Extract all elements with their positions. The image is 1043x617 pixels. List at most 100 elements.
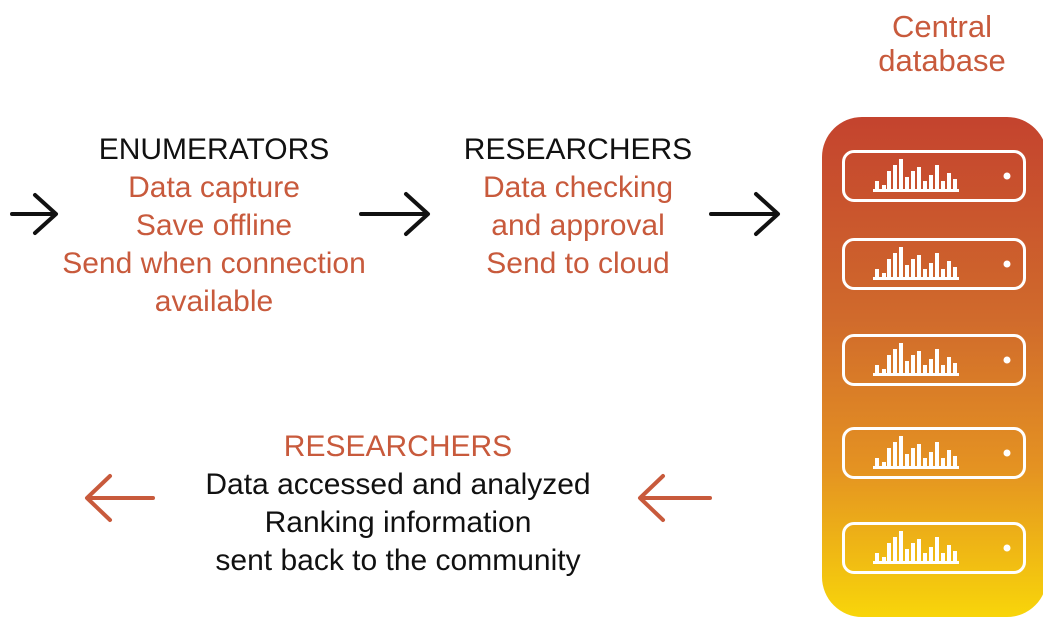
server-baseline xyxy=(873,277,959,280)
database-title-line-2: database xyxy=(878,43,1006,78)
server-rack-icon xyxy=(842,427,1026,479)
server-baseline xyxy=(873,561,959,564)
server-bar xyxy=(935,349,939,373)
server-bar xyxy=(887,448,891,466)
server-bar xyxy=(935,165,939,189)
server-bar xyxy=(947,450,951,466)
researchers-step-3: Send to cloud xyxy=(486,247,670,280)
server-bar xyxy=(917,255,921,277)
central-database xyxy=(822,117,1043,617)
server-bar xyxy=(905,454,909,466)
server-bar xyxy=(911,448,915,466)
database-title: Central database xyxy=(852,10,1032,78)
arrow-right-icon xyxy=(358,190,432,238)
server-bar xyxy=(911,543,915,561)
analysis-step-3: sent back to the community xyxy=(215,544,581,577)
server-bar xyxy=(935,442,939,466)
enumerators-step-3: Send when connection xyxy=(62,247,366,280)
server-bar xyxy=(935,537,939,561)
server-bar xyxy=(929,359,933,373)
arrow-right-icon xyxy=(10,192,60,236)
server-bar xyxy=(893,349,897,373)
server-rack-icon xyxy=(842,334,1026,386)
server-bar xyxy=(875,553,879,561)
database-title-line-1: Central xyxy=(892,9,992,44)
server-bar xyxy=(887,171,891,189)
server-rack-icon xyxy=(842,150,1026,202)
server-bars xyxy=(873,436,1011,469)
server-bar xyxy=(953,551,957,561)
arrow-left-icon xyxy=(82,472,156,524)
server-bar xyxy=(947,545,951,561)
server-baseline xyxy=(873,373,959,376)
server-bar xyxy=(941,458,945,466)
server-bar xyxy=(893,253,897,277)
server-bar xyxy=(893,537,897,561)
server-status-led xyxy=(1003,260,1011,268)
server-bar xyxy=(887,259,891,277)
server-rack-icon xyxy=(842,238,1026,290)
server-bar xyxy=(899,343,903,373)
server-bar xyxy=(875,365,879,373)
server-bar xyxy=(899,531,903,561)
server-bar xyxy=(911,171,915,189)
server-bars xyxy=(873,247,1011,280)
server-status-led xyxy=(1003,172,1011,180)
server-bar xyxy=(947,357,951,373)
server-status-led xyxy=(1003,356,1011,364)
researchers-step-2: and approval xyxy=(491,209,665,242)
server-bar xyxy=(875,269,879,277)
enumerators-step-1: Data capture xyxy=(128,171,300,204)
server-bar xyxy=(923,181,927,189)
server-bar xyxy=(905,265,909,277)
server-bar xyxy=(911,355,915,373)
server-bar xyxy=(905,361,909,373)
server-bar xyxy=(899,436,903,466)
server-bar xyxy=(923,365,927,373)
server-bar xyxy=(929,547,933,561)
server-bar xyxy=(941,269,945,277)
server-bar xyxy=(923,553,927,561)
server-bar xyxy=(941,181,945,189)
server-bar xyxy=(917,351,921,373)
enumerators-heading: ENUMERATORS xyxy=(98,133,330,166)
server-bar xyxy=(923,458,927,466)
server-bar xyxy=(917,167,921,189)
server-status-led xyxy=(1003,449,1011,457)
server-bar xyxy=(917,539,921,561)
server-bar xyxy=(947,261,951,277)
server-bar xyxy=(941,553,945,561)
enumerators-stage: ENUMERATORS Data capture Save offline Se… xyxy=(52,131,376,321)
server-bar xyxy=(911,259,915,277)
server-bars xyxy=(873,343,1011,376)
researchers-step-1: Data checking xyxy=(482,171,674,204)
analysis-step-2: Ranking information xyxy=(264,506,532,539)
researchers-stage: RESEARCHERS Data checking and approval S… xyxy=(452,131,704,283)
enumerators-step-2: Save offline xyxy=(135,209,293,242)
server-bar xyxy=(917,444,921,466)
server-bars xyxy=(873,531,1011,564)
enumerators-step-4: available xyxy=(154,285,274,318)
server-status-led xyxy=(1003,544,1011,552)
server-bar xyxy=(929,175,933,189)
server-bar xyxy=(875,458,879,466)
server-bar xyxy=(882,185,886,189)
server-bar xyxy=(947,173,951,189)
server-bar xyxy=(941,365,945,373)
server-bar xyxy=(882,369,886,373)
server-bar xyxy=(929,263,933,277)
server-bar xyxy=(953,267,957,277)
server-bar xyxy=(899,159,903,189)
server-baseline xyxy=(873,466,959,469)
server-bar xyxy=(935,253,939,277)
server-bar xyxy=(899,247,903,277)
server-bar xyxy=(875,181,879,189)
arrow-left-icon xyxy=(635,472,713,524)
analysis-step-1: Data accessed and analyzed xyxy=(205,468,591,501)
arrow-right-icon xyxy=(708,190,782,238)
server-baseline xyxy=(873,189,959,192)
server-bar xyxy=(929,452,933,466)
server-bars xyxy=(873,159,1011,192)
server-bar xyxy=(923,269,927,277)
server-bar xyxy=(905,177,909,189)
